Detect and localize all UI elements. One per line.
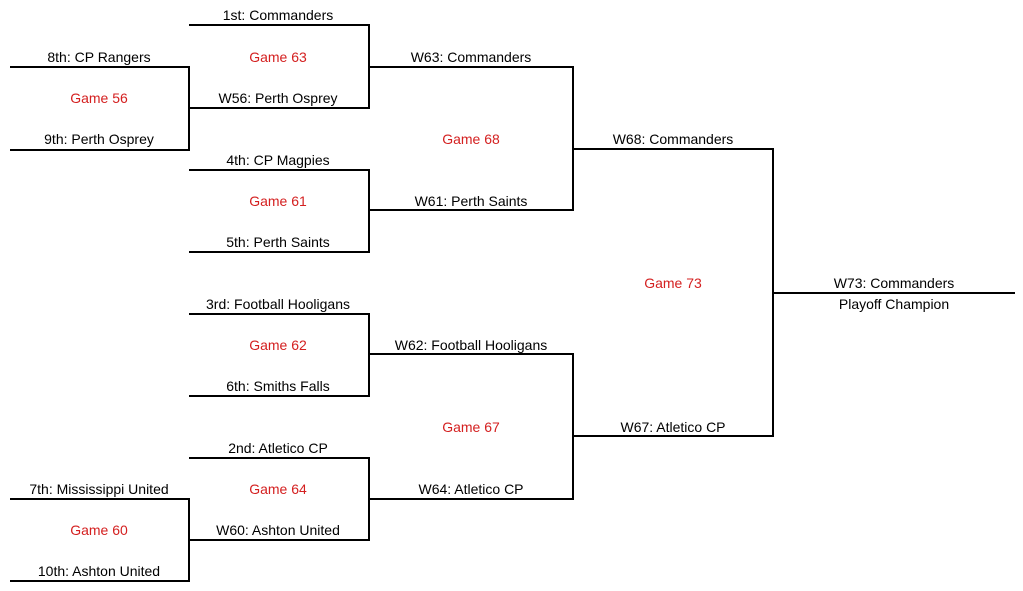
w60-label: W60: Ashton United bbox=[216, 522, 340, 538]
seed9-label: 9th: Perth Osprey bbox=[44, 131, 154, 147]
game-67-label: Game 67 bbox=[442, 419, 500, 435]
seed5-label: 5th: Perth Saints bbox=[226, 234, 330, 250]
w63-label: W63: Commanders bbox=[410, 49, 532, 65]
w64-label: W64: Atletico CP bbox=[418, 481, 524, 497]
game-61-label: Game 61 bbox=[249, 193, 307, 209]
w61-label: W61: Perth Saints bbox=[414, 193, 528, 209]
w68-label: W68: Commanders bbox=[612, 131, 734, 147]
seed3-label: 3rd: Football Hooligans bbox=[206, 296, 350, 312]
seed6-label: 6th: Smiths Falls bbox=[226, 378, 330, 394]
seed2-label: 2nd: Atletico CP bbox=[228, 440, 328, 456]
game-67-connector bbox=[369, 353, 574, 500]
w73-label: W73: Commanders bbox=[833, 275, 955, 291]
game-63-label: Game 63 bbox=[249, 49, 307, 65]
game-60-label: Game 60 bbox=[70, 522, 128, 538]
w62-label: W62: Football Hooligans bbox=[394, 337, 548, 353]
game-64-label: Game 64 bbox=[249, 481, 307, 497]
w67-label: W67: Atletico CP bbox=[620, 419, 726, 435]
game-68-label: Game 68 bbox=[442, 131, 500, 147]
champion-caption: Playoff Champion bbox=[838, 296, 950, 312]
game-62-label: Game 62 bbox=[249, 337, 307, 353]
game-68-connector bbox=[369, 66, 574, 211]
game-73-label: Game 73 bbox=[644, 275, 702, 291]
game-60-connector bbox=[10, 498, 190, 582]
seed4-label: 4th: CP Magpies bbox=[226, 152, 330, 168]
game-73-connector bbox=[573, 148, 774, 437]
seed7-label: 7th: Mississippi United bbox=[29, 481, 169, 497]
w56-label: W56: Perth Osprey bbox=[218, 90, 338, 106]
game-56-label: Game 56 bbox=[70, 90, 128, 106]
seed1-label: 1st: Commanders bbox=[222, 7, 334, 23]
seed10-label: 10th: Ashton United bbox=[37, 563, 161, 579]
seed8-label: 8th: CP Rangers bbox=[47, 49, 151, 65]
